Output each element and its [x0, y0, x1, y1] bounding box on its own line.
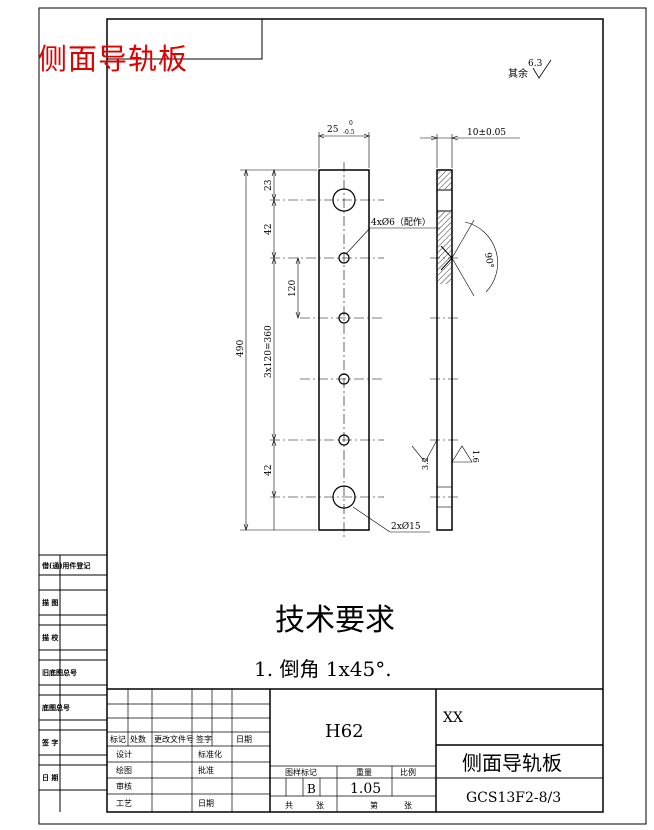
part-name: 侧面导轨板: [462, 751, 562, 775]
title-block: [107, 688, 603, 812]
side-outline: [436, 169, 453, 531]
inner-border: [106, 18, 604, 813]
rev-date: 日期: [236, 735, 252, 744]
strip-label-2: 描 图: [42, 598, 58, 607]
corner-box: [106, 18, 263, 60]
weight-value: 1.05: [350, 781, 381, 797]
requirements-item-1: 1. 倒角 1x45°.: [254, 657, 392, 681]
dim-spacing: 120: [288, 280, 298, 297]
dim-total: 490: [236, 340, 246, 357]
strip-label-3: 描 校: [42, 633, 59, 642]
small-hole-1: [338, 252, 350, 264]
large-holes-note: 2xØ15: [391, 521, 421, 532]
outer-border: [38, 7, 647, 825]
strip-label-1: 借(通)用件登记: [41, 561, 90, 570]
finish-b: 1.6: [471, 450, 480, 463]
rev-count: 处数: [130, 734, 146, 744]
large-hole-bottom: [332, 485, 356, 509]
side-view: 10±0.05 90° 3.2 1.6: [411, 128, 520, 531]
small-hole-4: [338, 434, 350, 446]
requirements-heading: 技术要求: [275, 603, 395, 638]
front-view: 25 0 -0.5 490 23 42 3x120=360 42: [236, 120, 440, 538]
finish-rest-value: 6.3: [528, 59, 543, 69]
width-tol-upper: 0: [349, 120, 353, 127]
left-strip: [39, 554, 107, 812]
total-label: 共: [285, 801, 293, 810]
strip-label-4: 旧底图总号: [42, 668, 77, 677]
large-hole-top: [332, 188, 356, 212]
finish-a: 3.2: [421, 457, 430, 470]
small-hole-2: [338, 312, 350, 324]
strip-label-7: 日 期: [42, 773, 58, 782]
process-label: 工艺: [116, 799, 132, 808]
angle-dim: 90°: [482, 252, 495, 269]
width-dim: 25: [327, 125, 339, 135]
page-label: 第: [370, 800, 378, 810]
design-label: 设计: [116, 749, 132, 759]
dim-top: 23: [264, 179, 274, 191]
thickness-dim: 10±0.05: [467, 128, 506, 138]
dim-upper: 42: [264, 224, 274, 235]
company: XX: [443, 710, 463, 726]
weight-label: 重量: [356, 767, 372, 777]
small-hole-3: [338, 373, 350, 385]
standard-label: 标准化: [198, 749, 222, 759]
small-holes-note: 4xØ6（配作）: [371, 216, 431, 228]
rev-sign: 签字: [196, 734, 212, 744]
overlay-part-title: 侧面导轨板: [38, 42, 189, 76]
check-label: 审核: [116, 781, 132, 791]
scale-label: 比例: [400, 767, 416, 777]
dim-pattern: 3x120=360: [264, 325, 274, 378]
finish-rest-label: 其余: [508, 67, 528, 80]
dim-bottom: 42: [264, 465, 274, 476]
stage-value: B: [307, 782, 316, 796]
stage-label: 图样标记: [285, 767, 317, 777]
draw-label: 绘图: [116, 765, 132, 775]
strip-label-5: 底图总号: [42, 703, 70, 712]
material: H62: [325, 721, 364, 742]
rev-doc: 更改文件号: [154, 734, 194, 744]
width-tol-lower: -0.5: [343, 129, 355, 136]
strip-label-6: 签 字: [41, 738, 58, 747]
approve-label: 批准: [198, 765, 214, 775]
date-label: 日期: [198, 799, 214, 808]
sheet-word-1: 张: [316, 801, 324, 810]
sheet-word-2: 张: [404, 801, 412, 810]
drawing-number: GCS13F2-8/3: [466, 790, 561, 806]
rev-mark: 标记: [110, 734, 126, 744]
surface-finish-symbol: 其余 6.3: [508, 59, 552, 80]
